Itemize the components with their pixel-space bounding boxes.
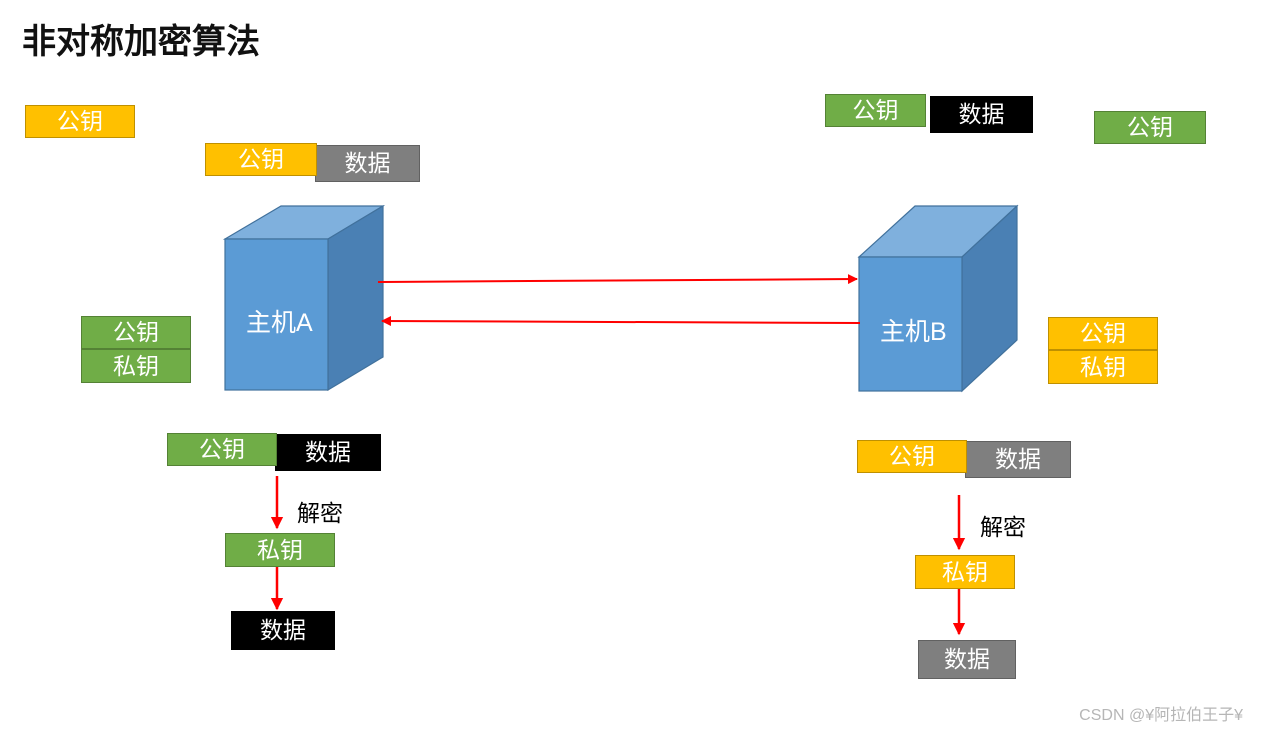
arrow-a-decrypt (270, 476, 284, 530)
box-b-sent-data: 数据 (930, 96, 1033, 133)
box-label: 数据 (260, 617, 306, 643)
page-title: 非对称加密算法 (22, 23, 260, 61)
arrow-b-to-a (381, 316, 861, 327)
box-label: 公钥 (852, 97, 899, 123)
box-label: 公钥 (1080, 320, 1126, 346)
box-label: 数据 (944, 646, 990, 672)
box-b-recv-public-key: 公钥 (857, 440, 967, 473)
arrow-b-decrypt (952, 495, 966, 551)
box-b-recv-data: 数据 (965, 441, 1071, 478)
box-label: 公钥 (113, 319, 159, 345)
box-a-decrypt-private-key: 私钥 (225, 533, 335, 567)
box-b-public-key-standalone: 公钥 (1094, 111, 1206, 144)
annotation-decrypt-left: 解密 (297, 501, 343, 526)
box-label: 公钥 (889, 443, 935, 469)
box-b-sent-public-key: 公钥 (825, 94, 926, 127)
annotation-decrypt-right: 解密 (980, 515, 1026, 540)
box-a-sent-public-key: 公钥 (205, 143, 317, 176)
box-label: 私钥 (113, 352, 159, 379)
arrow-a-to-b (377, 274, 858, 285)
host-a-cube: 主机A (222, 204, 386, 392)
box-label: 私钥 (942, 558, 988, 585)
box-label: 公钥 (1127, 114, 1173, 140)
box-label: 数据 (995, 446, 1041, 472)
box-b-plain-data: 数据 (918, 640, 1016, 679)
box-a-plain-data: 数据 (231, 611, 335, 650)
box-a-public-key-standalone: 公钥 (25, 105, 135, 138)
arrow-b-to-plaintext (952, 589, 966, 636)
arrow-a-to-plaintext (270, 567, 284, 611)
box-a-recv-data: 数据 (275, 434, 381, 471)
box-b-decrypt-private-key: 私钥 (915, 555, 1015, 589)
box-label: 数据 (958, 101, 1005, 127)
box-label: 公钥 (238, 146, 284, 172)
box-a-sent-data: 数据 (315, 145, 420, 182)
box-label: 数据 (305, 439, 351, 465)
box-a-keypair-public: 公钥 (81, 316, 191, 349)
box-label: 私钥 (257, 536, 303, 563)
host-b-cube: 主机B (857, 204, 1019, 393)
box-b-keypair-private: 私钥 (1048, 350, 1158, 384)
box-label: 私钥 (1080, 353, 1126, 380)
box-b-keypair-public: 公钥 (1048, 317, 1158, 350)
host-transfer-arrows (377, 274, 861, 327)
watermark-text: CSDN @¥阿拉伯王子¥ (1079, 707, 1243, 724)
box-a-keypair-private: 私钥 (81, 349, 191, 383)
box-a-recv-public-key: 公钥 (167, 433, 277, 466)
box-label: 公钥 (57, 108, 103, 134)
box-label: 公钥 (199, 436, 245, 462)
box-label: 数据 (344, 150, 391, 176)
